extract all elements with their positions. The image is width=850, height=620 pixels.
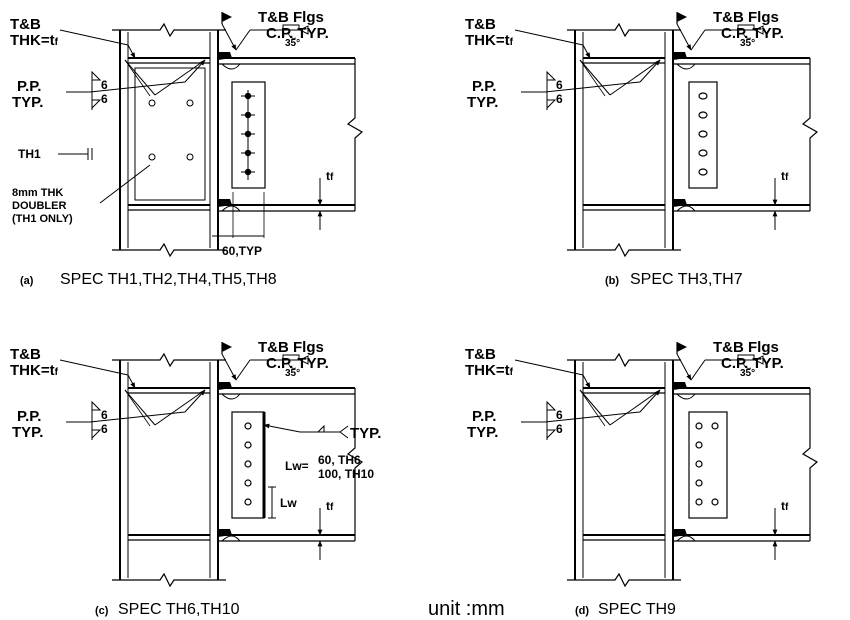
panel-a-caption: SPEC TH1,TH2,TH4,TH5,TH8 [60, 271, 277, 288]
tf-sub: f [330, 502, 334, 513]
tf-sub: f [330, 172, 334, 183]
doubler-line-1: 8mm THK [12, 187, 63, 199]
tf-sub: f [785, 172, 789, 183]
panel-d-caption: SPEC TH9 [598, 601, 676, 618]
panel-c-caption: SPEC TH6,TH10 [118, 601, 240, 618]
pp-label: P.P. [472, 408, 496, 425]
pp-label: P.P. [17, 408, 41, 425]
lw-eq-label: Lw= [285, 459, 309, 473]
unit-label: unit :mm [428, 598, 505, 620]
weld-size-top: 6 [556, 408, 563, 422]
panel-c-letter: (c) [95, 605, 109, 617]
cp-label: C.P. TYP. [266, 25, 329, 42]
pp-typ-label: TYP. [467, 424, 498, 441]
lw-value-th10: 100, TH10 [318, 467, 374, 481]
tb-label: T&B [465, 16, 496, 33]
panel-b-caption: SPEC TH3,TH7 [630, 271, 743, 288]
tf-sub: f [785, 502, 789, 513]
pp-typ-label: TYP. [12, 94, 43, 111]
svg-text:THK=tf: THK=tf [465, 32, 514, 49]
doubler-line-3: (TH1 ONLY) [12, 213, 73, 225]
cp-label: C.P. TYP. [266, 355, 329, 372]
thk-sub: f [55, 367, 59, 378]
tf-label: t [326, 499, 330, 513]
svg-text:THK=tf: THK=tf [465, 362, 514, 379]
thk-sub: f [510, 37, 514, 48]
panel-d: T&B THK=tf T&B Flgs C.P. TYP. 35° P.P. T… [465, 339, 817, 618]
pp-typ-label: TYP. [467, 94, 498, 111]
angle-label: 35° [285, 38, 300, 49]
svg-text:tf: tf [326, 499, 334, 513]
flgs-label: T&B Flgs [258, 9, 324, 26]
lw-dim-label: Lw [280, 496, 297, 510]
weld-size-bottom: 6 [556, 422, 563, 436]
thk-label: THK=t [10, 362, 55, 379]
thk-sub: f [55, 37, 59, 48]
th1-label: TH1 [18, 147, 41, 161]
panel-a-letter: (a) [20, 275, 34, 287]
panel-b: T&B THK=tf T&B Flgs C.P. TYP. 35° P.P. T… [465, 9, 817, 288]
tf-label: t [781, 169, 785, 183]
panel-c: T&B THK=tf T&B Flgs C.P. TYP. 35° P.P. T… [10, 339, 381, 618]
weld-size-top: 6 [101, 408, 108, 422]
thk-label: THK=t [465, 32, 510, 49]
svg-text:tf: tf [781, 499, 789, 513]
thk-label: THK=t [10, 32, 55, 49]
tb-label: T&B [465, 346, 496, 363]
tf-label: t [781, 499, 785, 513]
svg-text:THK=tf: THK=tf [10, 32, 59, 49]
doubler-line-2: DOUBLER [12, 200, 66, 212]
panel-b-letter: (b) [605, 275, 619, 287]
typ-note: TYP. [350, 425, 381, 442]
panel-d-letter: (d) [575, 605, 589, 617]
weld-size-bottom: 6 [556, 92, 563, 106]
spacing-label: 60,TYP [222, 244, 262, 258]
cp-label: C.P. TYP. [721, 355, 784, 372]
cp-label: C.P. TYP. [721, 25, 784, 42]
pp-typ-label: TYP. [12, 424, 43, 441]
weld-size-bottom: 6 [101, 422, 108, 436]
angle-label: 35° [740, 38, 755, 49]
lw-value-th6: 60, TH6 [318, 453, 361, 467]
flgs-label: T&B Flgs [258, 339, 324, 356]
panel-a: T&B THK=tf T&B Flgs C.P. TYP. 35° P.P. T… [10, 9, 362, 288]
flgs-label: T&B Flgs [713, 9, 779, 26]
flgs-label: T&B Flgs [713, 339, 779, 356]
tb-label: T&B [10, 16, 41, 33]
tf-label: t [326, 169, 330, 183]
weld-size-top: 6 [101, 78, 108, 92]
tb-label: T&B [10, 346, 41, 363]
svg-text:tf: tf [781, 169, 789, 183]
thk-label: THK=t [465, 362, 510, 379]
pp-label: P.P. [472, 78, 496, 95]
svg-text:THK=tf: THK=tf [10, 362, 59, 379]
svg-text:tf: tf [326, 169, 334, 183]
angle-label: 35° [740, 368, 755, 379]
thk-sub: f [510, 367, 514, 378]
weld-size-bottom: 6 [101, 92, 108, 106]
pp-label: P.P. [17, 78, 41, 95]
angle-label: 35° [285, 368, 300, 379]
weld-size-top: 6 [556, 78, 563, 92]
